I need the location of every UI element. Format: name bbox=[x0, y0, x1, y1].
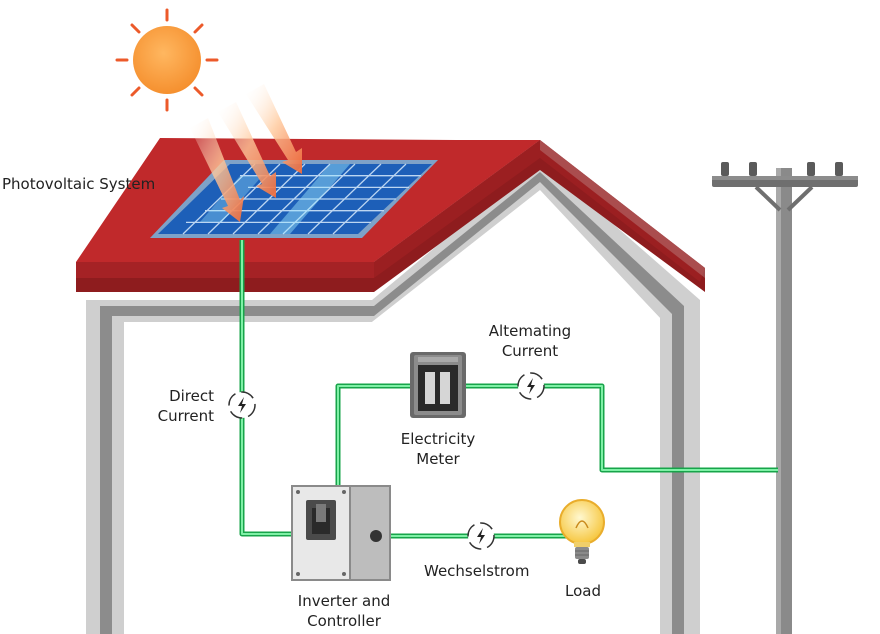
light-bulb-icon bbox=[559, 499, 605, 564]
electricity-meter-label: Electricity Meter bbox=[378, 429, 498, 469]
current-flow-icon bbox=[467, 522, 495, 550]
direct-current-line-2: Current bbox=[157, 407, 214, 425]
load-label: Load bbox=[565, 582, 601, 600]
utility-pole-icon bbox=[712, 162, 858, 634]
inverter-controller bbox=[291, 485, 391, 581]
sun-rays bbox=[190, 84, 302, 222]
current-flow-icon bbox=[228, 391, 256, 419]
inverter-controller-line-1: Inverter and bbox=[297, 592, 391, 610]
sun-icon bbox=[115, 8, 219, 112]
photovoltaic-system-label: Photovoltaic System bbox=[2, 175, 156, 193]
house bbox=[86, 160, 700, 634]
inverter-controller-line-2: Controller bbox=[307, 612, 381, 630]
wechselstrom-label: Wechselstrom bbox=[424, 562, 530, 580]
electricity-meter-line-2: Meter bbox=[416, 450, 460, 468]
electricity-meter bbox=[410, 352, 466, 418]
direct-current-label: Direct Current bbox=[140, 386, 214, 426]
current-flow-icon bbox=[517, 372, 545, 400]
alternating-current-line-1: Altemating bbox=[488, 322, 572, 340]
alternating-current-label: Altemating Current bbox=[470, 321, 590, 361]
inverter-controller-label: Inverter and Controller bbox=[280, 591, 408, 631]
electricity-meter-line-1: Electricity bbox=[400, 430, 476, 448]
direct-current-line-1: Direct bbox=[169, 387, 214, 405]
alternating-current-line-2: Current bbox=[501, 342, 559, 360]
